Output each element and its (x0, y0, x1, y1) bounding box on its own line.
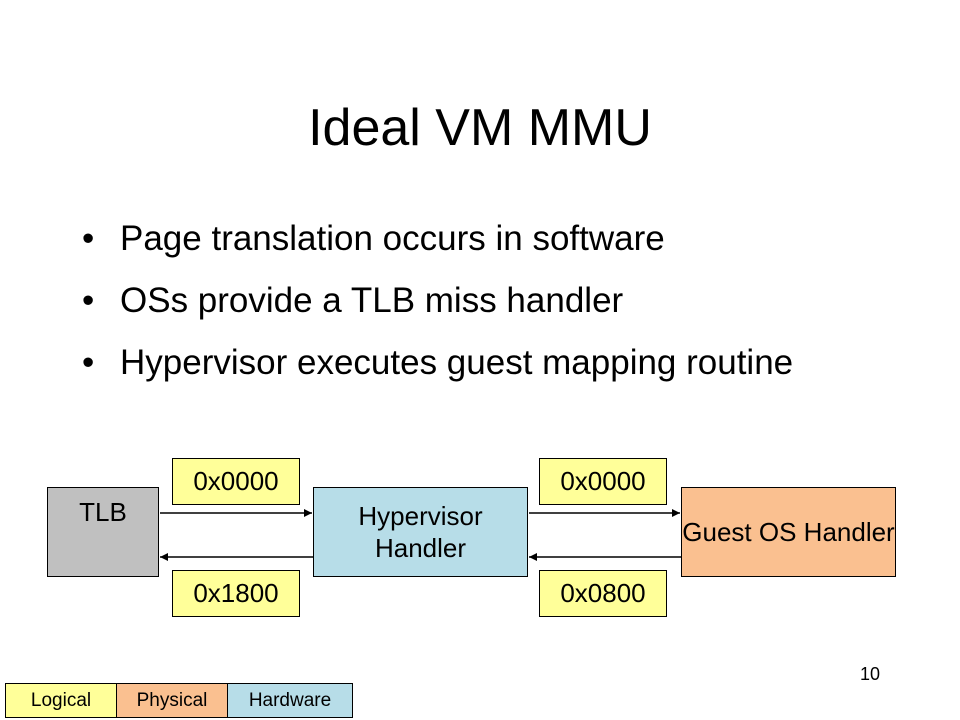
address-hypervisor-to-tlb: 0x1800 (172, 570, 300, 617)
bullet-dot-icon: • (82, 219, 95, 258)
legend-physical: Physical (116, 683, 228, 718)
address-guest-to-hypervisor: 0x0800 (539, 570, 667, 617)
bullet-item: • Page translation occurs in software (82, 218, 862, 260)
bullet-text: Hypervisor executes guest mapping routin… (120, 343, 794, 382)
page-number: 10 (859, 664, 881, 684)
hypervisor-handler-label: Hypervisor Handler (358, 501, 483, 563)
bullet-item: • OSs provide a TLB miss handler (82, 280, 862, 322)
address-hypervisor-to-guest: 0x0000 (539, 458, 667, 505)
guest-os-handler-box: Guest OS Handler (681, 487, 896, 577)
bullet-dot-icon: • (82, 343, 95, 382)
hypervisor-handler-box: Hypervisor Handler (313, 487, 528, 577)
slide-title: Ideal VM MMU (308, 99, 652, 157)
legend: Logical Physical Hardware (5, 683, 353, 718)
legend-logical: Logical (5, 683, 117, 718)
bullet-item: • Hypervisor executes guest mapping routi… (82, 342, 862, 384)
bullet-dot-icon: • (82, 281, 95, 320)
tlb-box: TLB (47, 487, 159, 577)
guest-os-handler-label: Guest OS Handler (682, 517, 895, 547)
tlb-label: TLB (79, 497, 127, 527)
bullet-text: OSs provide a TLB miss handler (120, 281, 624, 320)
bullet-text: Page translation occurs in software (120, 219, 665, 258)
bullet-list: • Page translation occurs in software • OS… (82, 218, 862, 404)
legend-hardware: Hardware (227, 683, 353, 718)
address-tlb-to-hypervisor: 0x0000 (172, 458, 300, 505)
